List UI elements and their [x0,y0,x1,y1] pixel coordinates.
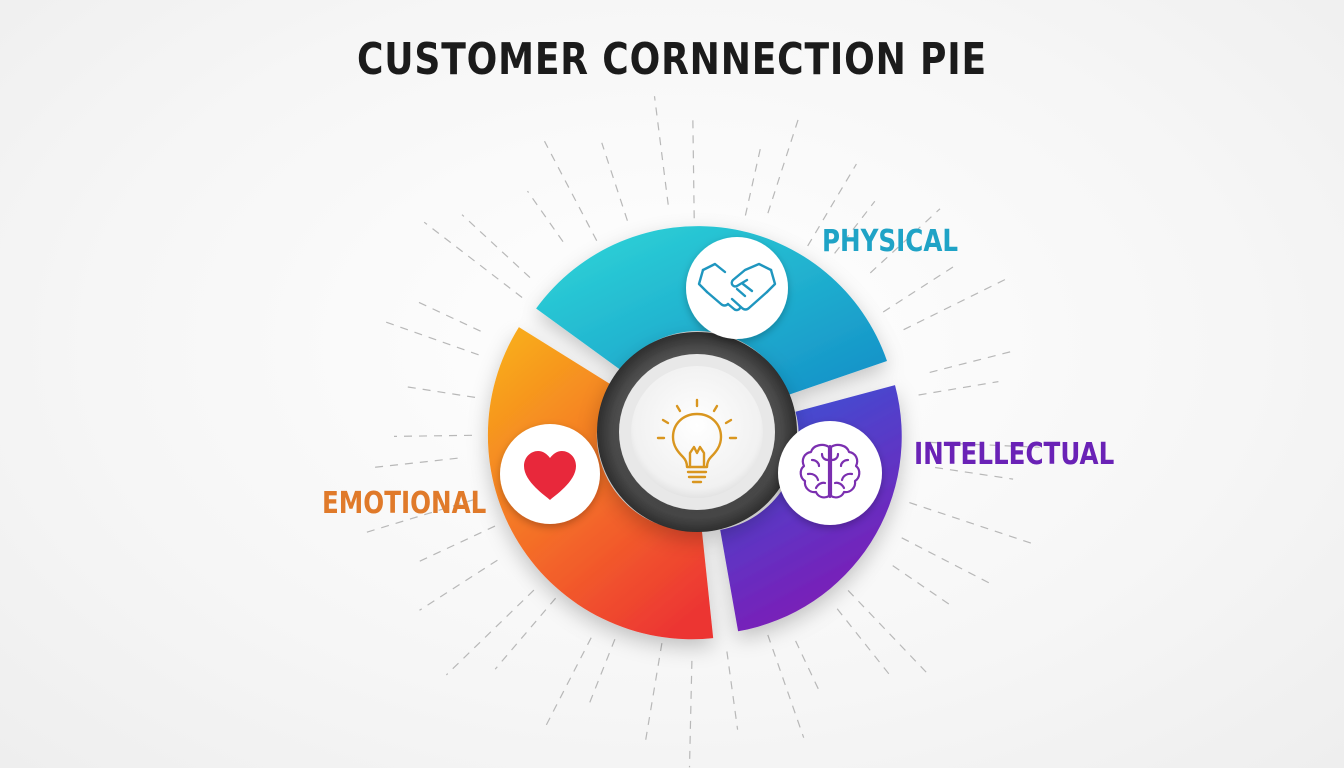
ray-line [795,640,822,695]
ray-line [416,525,496,564]
handshake-icon [697,262,777,312]
ray-line [726,651,739,730]
ray-line [400,385,476,398]
ray-line [807,163,857,247]
ray-line [688,660,693,768]
ray-line [929,350,1015,373]
ray-line [834,200,876,254]
ray-line [836,608,894,679]
ray-line [935,466,1014,480]
ray-line [901,537,991,585]
physical-icon-bubble[interactable] [686,237,788,339]
ray-line [494,597,557,670]
physical-label: PHYSICAL [822,224,959,259]
ray-line [373,457,458,469]
emotional-segment[interactable] [487,327,714,640]
ray-line [588,638,616,706]
ray-line [929,441,1040,448]
ray-line [909,502,1035,545]
ray-line [869,208,941,274]
ray-line [364,498,476,534]
ray-line [545,637,592,726]
ray-line [767,116,800,214]
emotional-label: EMOTIONAL [322,486,487,521]
intellectual-icon-bubble[interactable] [778,421,882,525]
emotional-icon-bubble[interactable] [500,424,600,524]
brain-icon [799,443,861,499]
ray-line [461,214,531,279]
center-hub [597,332,797,532]
lightbulb-icon [656,398,738,484]
ray-line [644,643,663,742]
ray-line [419,559,498,611]
ray-line [847,589,932,678]
ray-line [744,143,762,216]
diagram-title: CUSTOMER CORNNECTION PIE [356,34,988,85]
ray-line [543,140,598,241]
ray-line [892,565,950,605]
ray-line [445,589,535,676]
ray-line [767,634,805,738]
ray-line [601,142,628,221]
radiating-lines [364,96,1040,768]
ray-line [393,434,473,437]
ray-line [692,115,695,219]
ray-line [918,381,999,396]
ray-line [423,221,523,298]
ray-line [414,300,481,332]
ray-line [653,96,669,205]
intellectual-label: INTELLECTUAL [914,437,1115,472]
ray-line [380,319,479,356]
ray-line [882,263,959,313]
heart-icon [524,451,576,500]
ray-line [903,276,1010,331]
ray-line [527,190,564,243]
